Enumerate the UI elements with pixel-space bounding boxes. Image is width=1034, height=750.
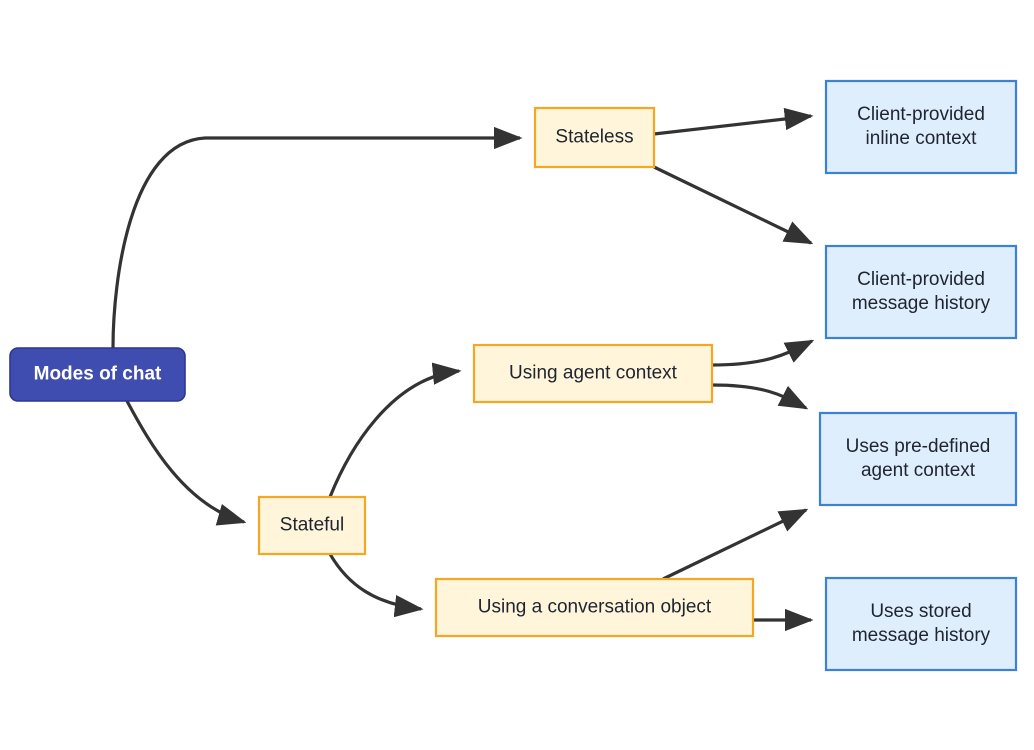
node-label-message-history: message history bbox=[852, 293, 991, 314]
node-box-inline-context[interactable] bbox=[824, 79, 1018, 175]
node-label-stored-message-history: Uses stored bbox=[870, 601, 971, 622]
node-label-agent-context: Using agent context bbox=[509, 363, 678, 384]
node-label-conversation-object: Using a conversation object bbox=[478, 597, 712, 618]
edge-agent-context-to-message-history bbox=[711, 339, 815, 367]
edges-layer bbox=[111, 107, 815, 632]
node-label-root: Modes of chat bbox=[34, 364, 162, 385]
node-label-predefined-agent-context: Uses pre-defined bbox=[846, 436, 991, 457]
node-root[interactable]: Modes of chat bbox=[9, 347, 186, 402]
node-box-message-history[interactable] bbox=[824, 244, 1018, 340]
edge-stateless-to-message-history bbox=[653, 165, 814, 245]
node-agent-context[interactable]: Using agent context bbox=[472, 343, 714, 404]
node-box-root[interactable] bbox=[9, 347, 186, 402]
node-label-stateful: Stateful bbox=[280, 515, 344, 536]
node-message-history[interactable]: Client-provided message history bbox=[824, 244, 1018, 340]
node-label-message-history: Client-provided bbox=[857, 269, 985, 290]
edge-stateless-to-inline-context bbox=[653, 107, 814, 136]
edge-root-to-stateless bbox=[111, 126, 523, 349]
node-label-stateless: Stateless bbox=[555, 127, 633, 148]
node-label-predefined-agent-context: agent context bbox=[861, 460, 976, 481]
node-label-stored-message-history: message history bbox=[852, 625, 991, 646]
edge-agent-context-to-predefined-agent-context bbox=[711, 383, 809, 410]
node-stored-message-history[interactable]: Uses stored message history bbox=[824, 576, 1018, 672]
node-label-inline-context: Client-provided bbox=[857, 104, 985, 125]
node-stateful[interactable]: Stateful bbox=[257, 495, 367, 556]
node-label-inline-context: inline context bbox=[866, 128, 978, 149]
node-stateless[interactable]: Stateless bbox=[533, 106, 656, 169]
node-box-stateless[interactable] bbox=[533, 106, 656, 169]
node-box-stored-message-history[interactable] bbox=[824, 576, 1018, 672]
edge-root-to-stateful bbox=[125, 400, 247, 526]
edge-conversation-object-to-predefined-agent-context bbox=[662, 508, 809, 581]
node-inline-context[interactable]: Client-provided inline context bbox=[824, 79, 1018, 175]
node-box-predefined-agent-context[interactable] bbox=[818, 411, 1018, 507]
node-box-conversation-object[interactable] bbox=[434, 577, 755, 638]
node-box-stateful[interactable] bbox=[257, 495, 367, 556]
node-predefined-agent-context[interactable]: Uses pre-defined agent context bbox=[818, 411, 1018, 507]
node-conversation-object[interactable]: Using a conversation object bbox=[434, 577, 755, 638]
edge-stateful-to-conversation-object bbox=[328, 553, 424, 618]
node-box-agent-context[interactable] bbox=[472, 343, 714, 404]
edge-stateful-to-agent-context bbox=[328, 362, 462, 498]
